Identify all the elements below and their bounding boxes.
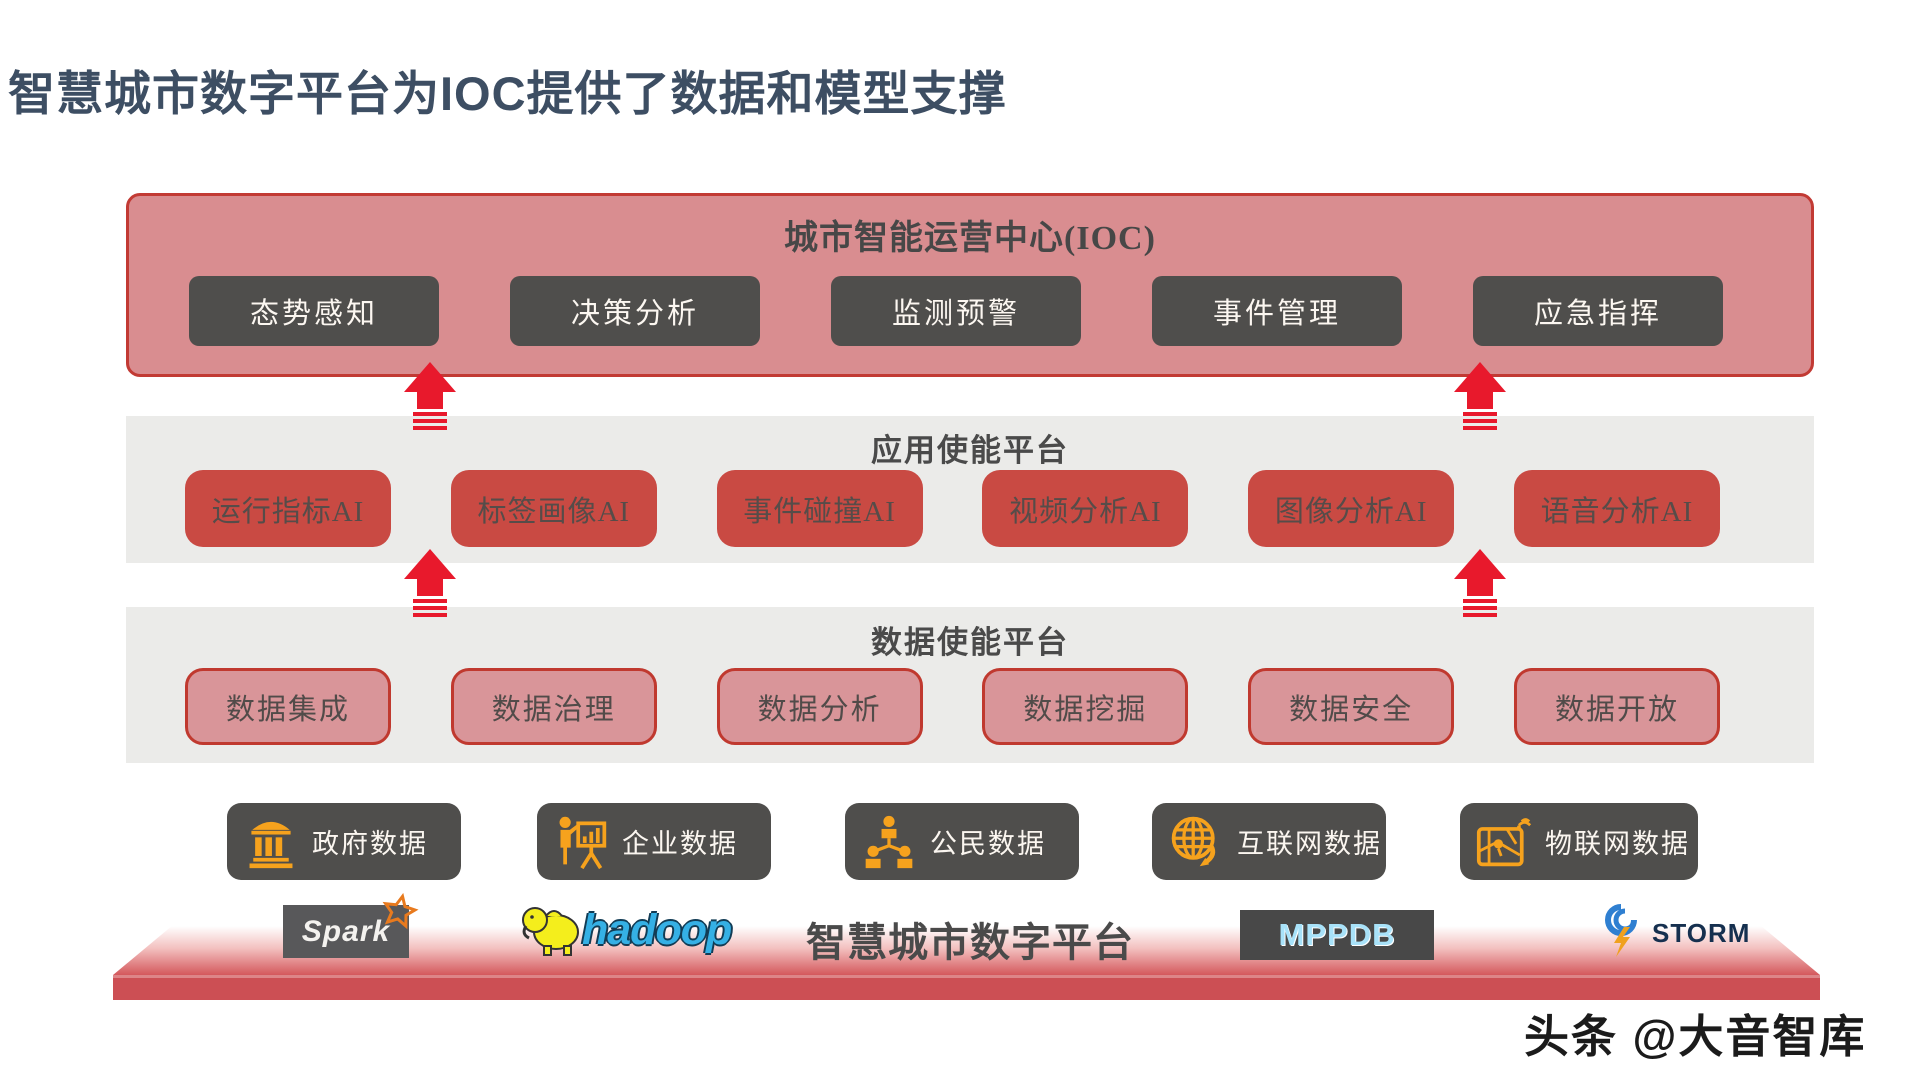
app-enablement-title: 应用使能平台 [871, 433, 1069, 468]
source-label: 政府数据 [312, 829, 428, 859]
ioc-item-monitoring-warning: 监测预警 [831, 276, 1081, 346]
app-enablement-band: 应用使能平台 运行指标AI 标签画像AI 事件碰撞AI 视频分析AI 图像分析A… [126, 416, 1814, 563]
source-label: 企业数据 [622, 829, 738, 859]
data-button-row: 数据集成 数据治理 数据分析 数据挖掘 数据安全 数据开放 [185, 668, 1720, 745]
ioc-item-emergency-command: 应急指挥 [1473, 276, 1723, 346]
government-bank-icon [243, 814, 299, 870]
enterprise-presenter-icon [553, 814, 609, 870]
data-item-integration: 数据集成 [185, 668, 391, 745]
storm-cloud-icon [1598, 903, 1644, 964]
platform-title: 智慧城市数字平台 [806, 920, 1134, 965]
data-item-security: 数据安全 [1248, 668, 1455, 745]
ioc-button-row: 态势感知 决策分析 监测预警 事件管理 应急指挥 [189, 276, 1723, 346]
data-item-governance: 数据治理 [450, 668, 657, 745]
iot-map-icon [1476, 814, 1532, 870]
source-label: 互联网数据 [1237, 829, 1382, 859]
mppdb-logo: MPPDB [1240, 910, 1434, 960]
up-arrow-icon [1454, 362, 1506, 430]
platform-pedestal-front [113, 975, 1820, 1000]
ioc-layer-title: 城市智能运营中心(IOC) [784, 220, 1156, 257]
page-title: 智慧城市数字平台为IOC提供了数据和模型支撑 [8, 67, 1007, 120]
internet-globe-icon [1168, 814, 1224, 870]
source-internet-data: 互联网数据 [1152, 803, 1386, 880]
hadoop-elephant-icon [520, 898, 582, 963]
up-arrow-icon [404, 549, 456, 617]
app-item-label-portrait-ai: 标签画像AI [450, 470, 657, 547]
up-arrow-icon [1454, 549, 1506, 617]
data-enablement-title: 数据使能平台 [871, 625, 1069, 660]
source-government-data: 政府数据 [227, 803, 461, 880]
source-iot-data: 物联网数据 [1460, 803, 1698, 880]
source-enterprise-data: 企业数据 [537, 803, 771, 880]
ioc-layer-box: 城市智能运营中心(IOC) 态势感知 决策分析 监测预警 事件管理 应急指挥 [126, 193, 1814, 377]
ioc-item-situation-awareness: 态势感知 [189, 276, 439, 346]
citizen-people-icon [861, 814, 917, 870]
data-item-openness: 数据开放 [1513, 668, 1720, 745]
source-label: 公民数据 [930, 829, 1046, 859]
app-button-row: 运行指标AI 标签画像AI 事件碰撞AI 视频分析AI 图像分析AI 语音分析A… [185, 470, 1720, 547]
source-citizen-data: 公民数据 [845, 803, 1079, 880]
spark-logo: Spark [283, 892, 419, 958]
app-item-speech-analysis-ai: 语音分析AI [1513, 470, 1720, 547]
data-item-analysis: 数据分析 [716, 668, 923, 745]
ioc-item-decision-analysis: 决策分析 [510, 276, 760, 346]
spark-star-icon [379, 892, 419, 938]
app-item-image-analysis-ai: 图像分析AI [1248, 470, 1455, 547]
app-item-event-collision-ai: 事件碰撞AI [716, 470, 923, 547]
storm-logo: STORM [1598, 903, 1750, 964]
data-item-mining: 数据挖掘 [982, 668, 1189, 745]
up-arrow-icon [404, 362, 456, 430]
source-label: 物联网数据 [1545, 829, 1690, 859]
app-item-video-analysis-ai: 视频分析AI [982, 470, 1189, 547]
watermark: 头条 @大音智库 [1524, 1011, 1867, 1062]
data-enablement-band: 数据使能平台 数据集成 数据治理 数据分析 数据挖掘 数据安全 数据开放 [126, 607, 1814, 763]
hadoop-logo: hadoop [520, 898, 732, 963]
app-item-operation-index-ai: 运行指标AI [185, 470, 391, 547]
ioc-item-event-management: 事件管理 [1152, 276, 1402, 346]
